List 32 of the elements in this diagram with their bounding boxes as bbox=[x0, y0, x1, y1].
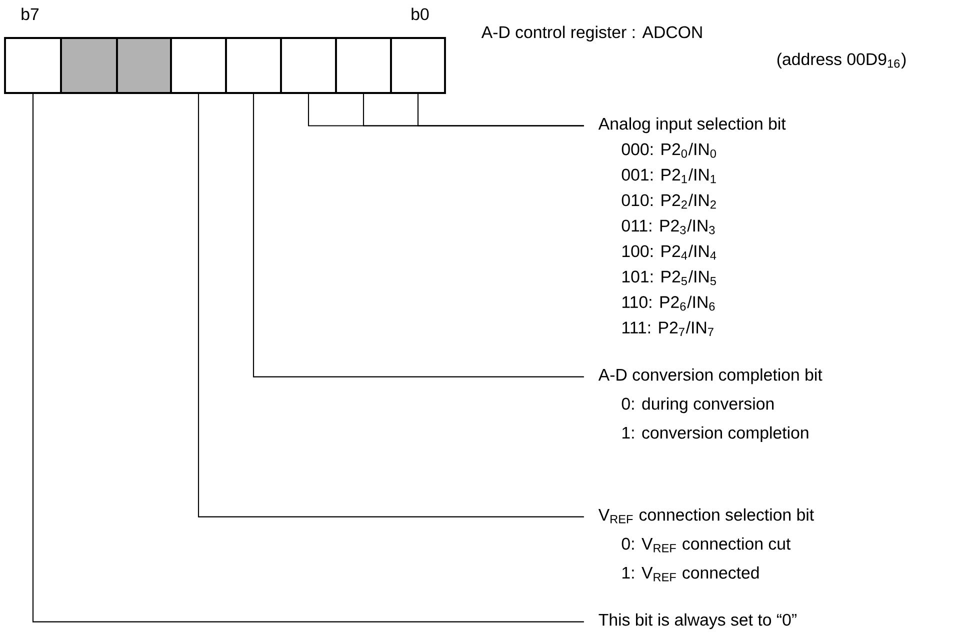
option-line: 0: during conversion bbox=[622, 397, 774, 414]
leader-line bbox=[32, 94, 584, 622]
option-line: 011: P2$_{3}$/IN$_{3}$ bbox=[622, 219, 715, 234]
description-heading: Analog input selection bit bbox=[598, 117, 786, 134]
leader-line bbox=[252, 94, 584, 378]
register-bit-cell bbox=[390, 37, 446, 94]
description-heading: This bit is always set to “0” bbox=[598, 613, 796, 630]
description-heading: A-D conversion completion bit bbox=[598, 368, 822, 384]
option-line: 001: P2$_{1}$/IN$_{1}$ bbox=[622, 168, 716, 184]
register-address: (address 00D9$_{16}$) bbox=[777, 52, 906, 68]
option-line: 111: P2$_{7}$/IN$_{7}$ bbox=[622, 321, 714, 336]
register-bit-cell bbox=[335, 37, 392, 94]
option-line: 100: P2$_{4}$/IN$_{4}$ bbox=[622, 244, 716, 260]
bit-label: b7 bbox=[22, 8, 39, 20]
option-line: 1: V$_{REF}$ connected bbox=[622, 566, 759, 582]
option-line: 010: P2$_{2}$/IN$_{2}$ bbox=[622, 194, 716, 209]
leader-line bbox=[308, 94, 584, 126]
option-line: 0: V$_{REF}$ connection cut bbox=[622, 537, 791, 552]
option-line: 110: P2$_{6}$/IN$_{6}$ bbox=[622, 296, 715, 311]
option-line: 1: conversion completion bbox=[622, 426, 808, 442]
register-bit-cell bbox=[225, 37, 282, 94]
option-line: 101: P2$_{5}$/IN$_{5}$ bbox=[622, 270, 716, 286]
leader-line bbox=[198, 94, 584, 518]
register-bit-cell bbox=[4, 37, 62, 94]
option-line: 000: P2$_{0}$/IN$_{0}$ bbox=[622, 142, 716, 158]
description-heading: V$_{REF}$ connection selection bit bbox=[598, 508, 814, 524]
register-title: A-D control register : ADCON bbox=[481, 26, 702, 42]
shaded-bit-cell bbox=[116, 37, 172, 94]
register-bit-cell bbox=[280, 37, 337, 94]
shaded-bit-cell bbox=[60, 37, 118, 94]
register-bit-cell bbox=[170, 37, 227, 94]
bit-label: b0 bbox=[412, 8, 429, 20]
